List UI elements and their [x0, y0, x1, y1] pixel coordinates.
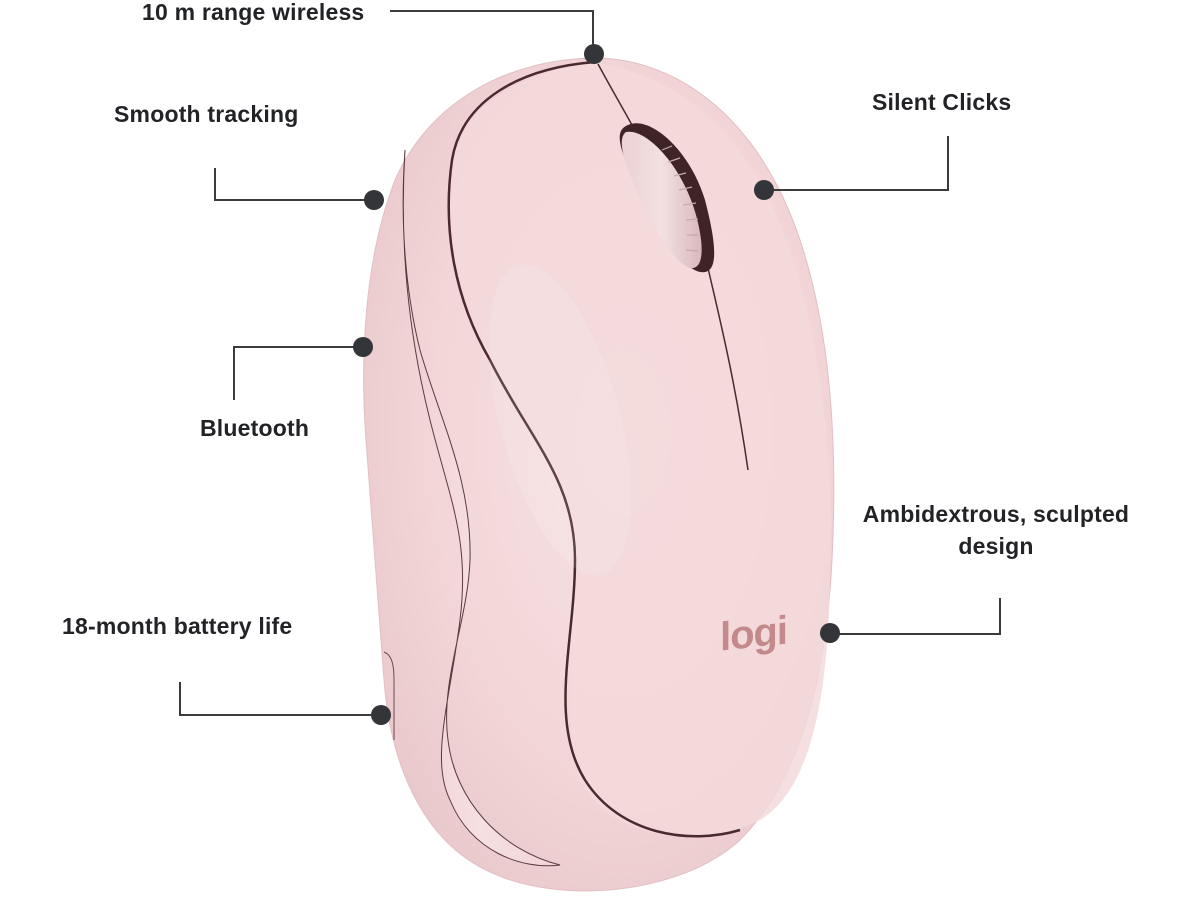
callout-label-silent: Silent Clicks — [872, 89, 1012, 115]
callout-dot-silent — [754, 180, 774, 200]
callout-label-tracking: Smooth tracking — [114, 101, 299, 127]
callout-dot-bluetooth — [353, 337, 373, 357]
callout-line-battery-v — [179, 682, 181, 716]
center-crease — [707, 267, 749, 471]
callout-line-ambidextrous-h — [830, 633, 1001, 635]
scroll-wheel-ridges — [661, 145, 699, 252]
callout-line-range-h — [390, 10, 594, 12]
callout-label-bluetooth: Bluetooth — [200, 415, 310, 441]
brand-logo: logi — [720, 608, 787, 660]
mouse-side-panel — [402, 149, 561, 867]
callout-dot-range — [584, 44, 604, 64]
callout-dot-ambidextrous — [820, 623, 840, 643]
callout-line-silent-h — [764, 189, 949, 191]
scroll-wheel — [621, 131, 702, 269]
callout-label-ambidextrous: Ambidextrous, sculpted design — [852, 498, 1140, 562]
mouse-top-surface — [448, 62, 831, 837]
callout-label-ambidextrous-line1: Ambidextrous, sculpted — [862, 501, 1130, 527]
button-split — [597, 63, 633, 126]
callout-line-battery-h — [179, 714, 381, 716]
callout-line-bluetooth-h — [233, 346, 363, 348]
callout-label-battery: 18-month battery life — [62, 613, 293, 639]
callout-line-tracking-v — [214, 168, 216, 201]
callout-label-range: 10 m range wireless — [142, 0, 365, 25]
callout-line-silent-v — [947, 136, 949, 191]
callout-line-bluetooth-v — [233, 346, 235, 400]
battery-door — [383, 651, 395, 740]
callout-dot-tracking — [364, 190, 384, 210]
seam-left — [447, 60, 741, 838]
callout-line-tracking-h — [214, 199, 374, 201]
callout-dot-battery — [371, 705, 391, 725]
callout-line-ambidextrous-v — [999, 598, 1001, 635]
callout-line-range-v — [592, 10, 594, 54]
callout-label-ambidextrous-line2: design — [958, 533, 1034, 559]
